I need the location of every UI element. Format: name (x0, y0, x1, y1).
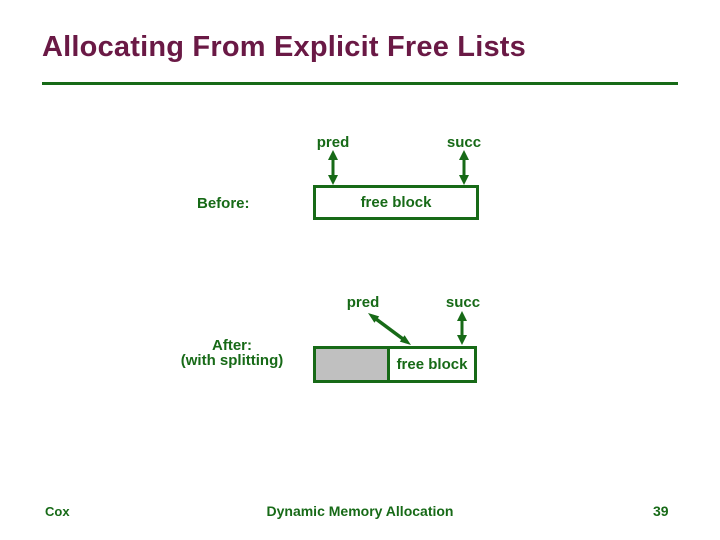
before-succ-label: succ (446, 134, 482, 151)
before-caption: Before: (197, 195, 250, 212)
before-free-block: free block (313, 185, 479, 220)
slide-title: Allocating From Explicit Free Lists (42, 31, 526, 63)
footer-page-number: 39 (653, 503, 669, 519)
before-succ-arrow-icon (459, 150, 469, 185)
after-succ-arrow-icon (457, 311, 467, 345)
after-free-block-label: free block (396, 356, 468, 373)
after-caption-line1: After: (212, 337, 252, 354)
before-pred-arrow-icon (328, 150, 338, 185)
after-caption: After: (with splitting) (152, 338, 312, 368)
before-free-block-label: free block (360, 194, 432, 211)
footer-author: Cox (45, 504, 70, 519)
title-underline (42, 82, 678, 85)
after-split-block: free block (313, 346, 477, 383)
after-pred-label: pred (346, 294, 380, 311)
before-pred-label: pred (316, 134, 350, 151)
after-pred-arrow-icon (368, 313, 411, 345)
after-caption-line2: (with splitting) (180, 352, 284, 369)
after-allocated-block (316, 349, 390, 380)
footer-title: Dynamic Memory Allocation (266, 503, 454, 519)
after-succ-label: succ (445, 294, 481, 311)
